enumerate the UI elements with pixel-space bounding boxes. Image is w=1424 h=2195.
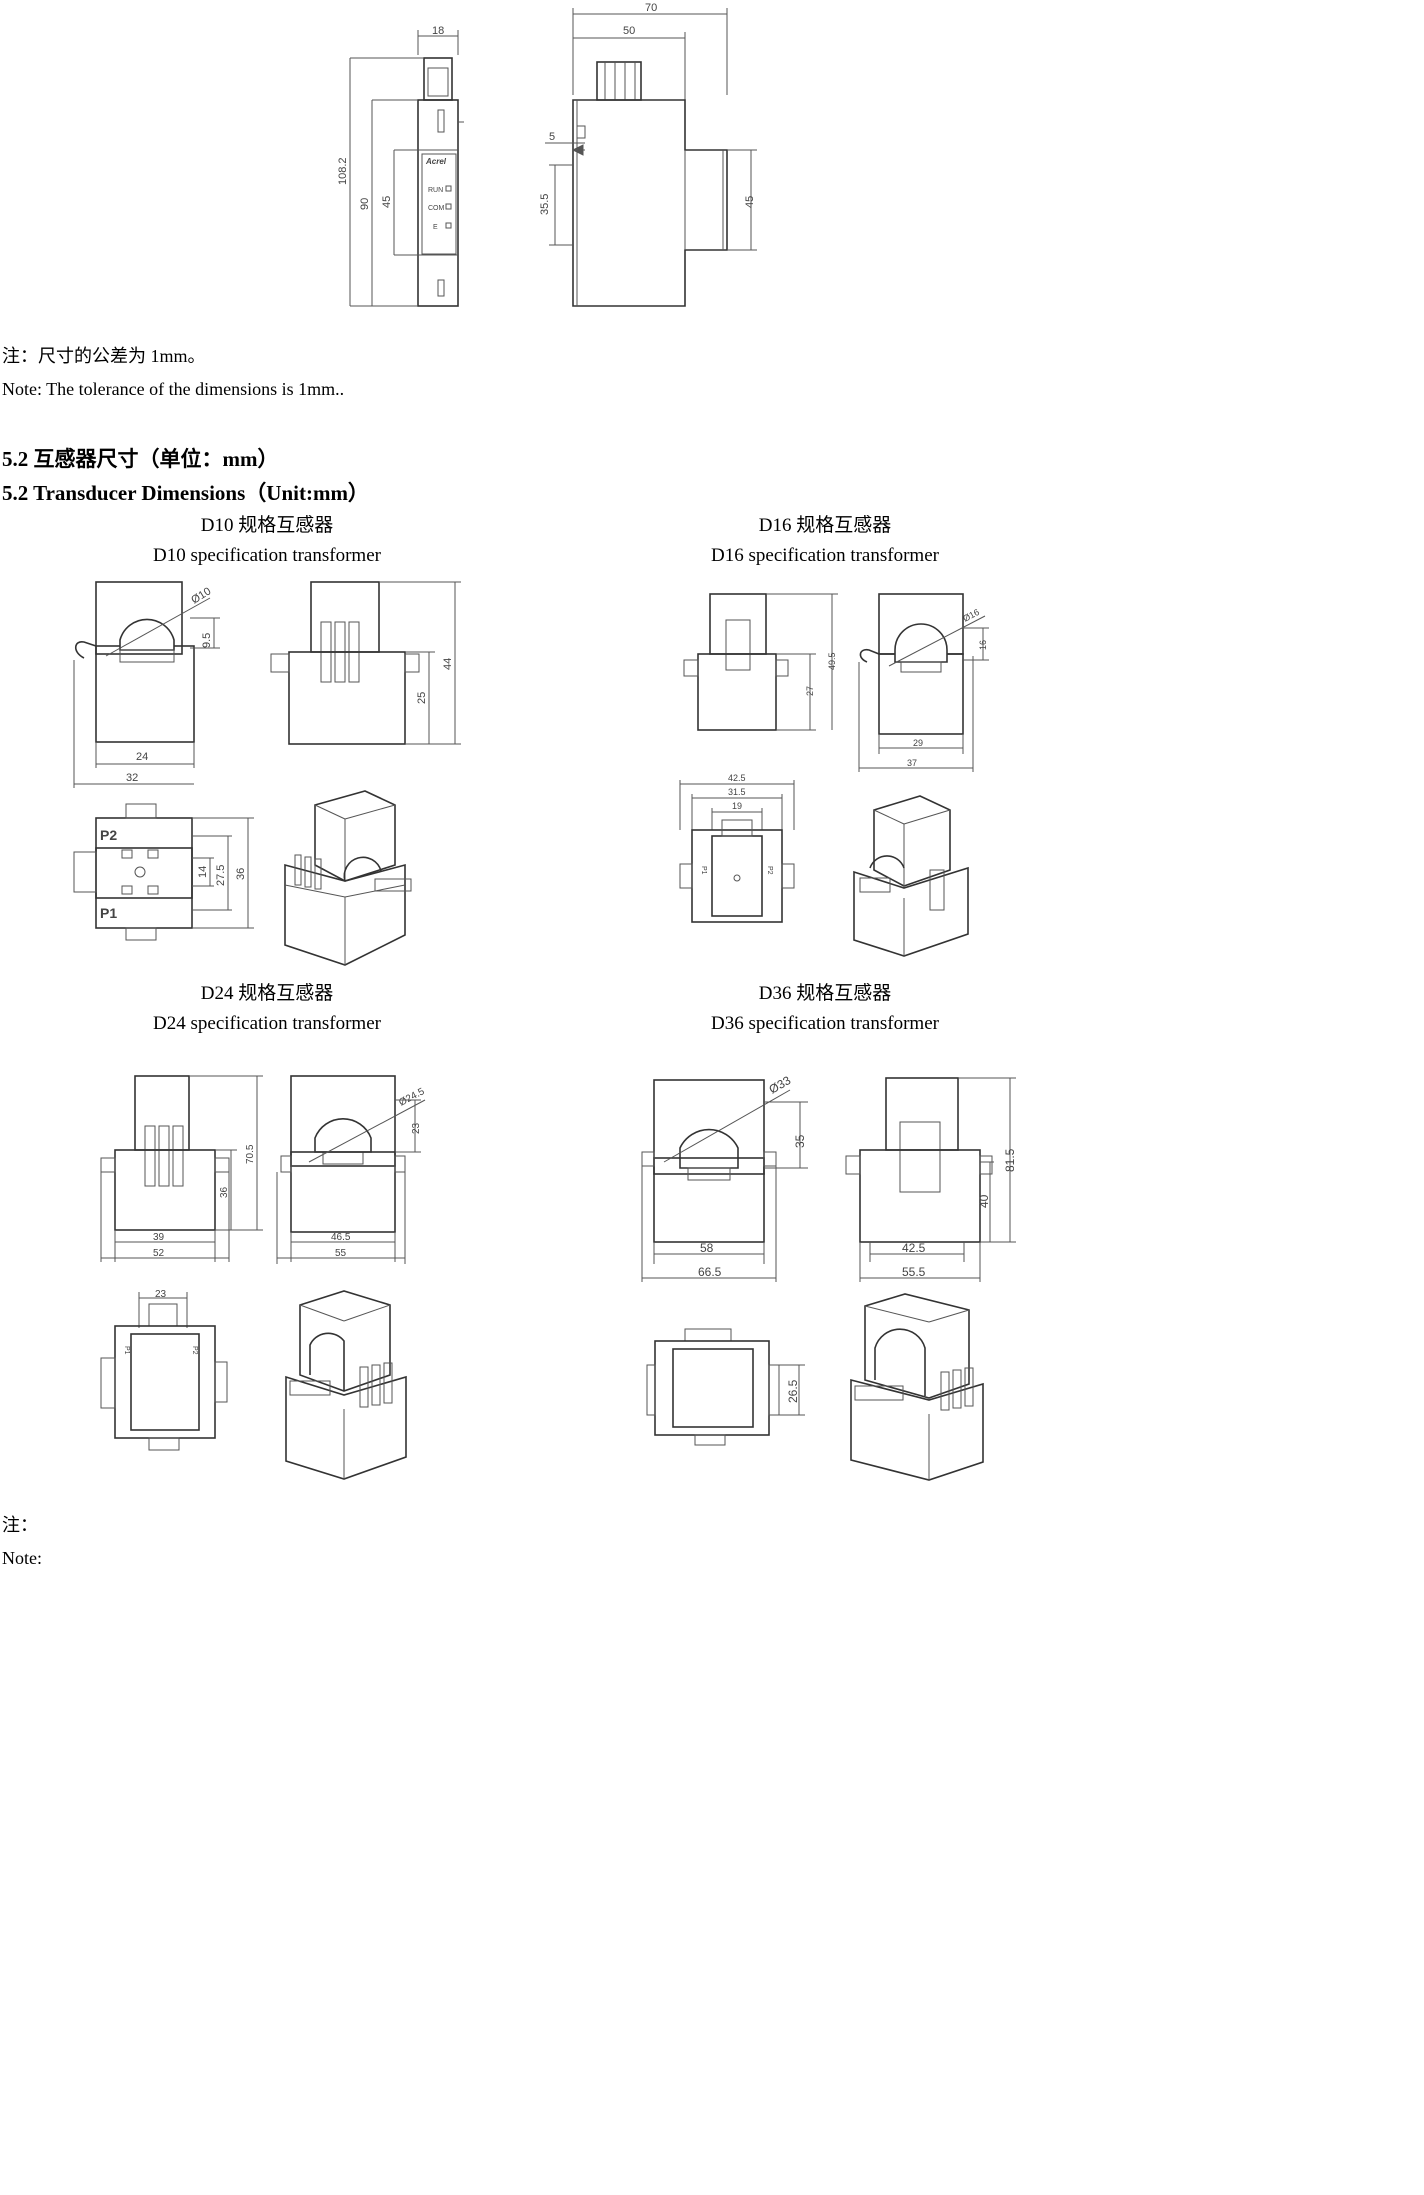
d24-iso-view	[285, 1290, 407, 1480]
note2-en: Note:	[2, 1548, 42, 1568]
d10-front-view: Ø10 9.5 24 32	[73, 581, 220, 788]
d10-h27-5: 27.5	[215, 865, 227, 886]
dim-70: 70	[645, 2, 657, 14]
note-cn: 注：尺寸的公差为 1mm。	[2, 346, 206, 366]
dim-50: 50	[623, 25, 635, 37]
d24-top-view: 23 P1 P2	[100, 1289, 228, 1451]
d16-w37: 37	[907, 758, 917, 768]
d16-h27: 27	[805, 686, 815, 696]
d10-p1: P1	[100, 905, 117, 921]
brand-logo: Acrel	[425, 157, 447, 166]
dim-45-right: 45	[744, 196, 756, 208]
d10-w24: 24	[136, 751, 148, 763]
d24-p2: P2	[191, 1346, 198, 1355]
d10-top-view: P2 P1 14 27.5 36	[73, 803, 254, 941]
d16-h16: 16	[978, 640, 988, 650]
d16-dia: Ø16	[961, 607, 981, 624]
d24-w39: 39	[153, 1232, 165, 1243]
d10-caption-en: D10 specification transformer	[153, 545, 381, 566]
dim-5: 5	[549, 131, 555, 143]
d24-h23: 23	[411, 1122, 422, 1134]
d36-w58: 58	[700, 1241, 714, 1255]
d10-h9-5: 9.5	[201, 633, 213, 648]
dim-108-2: 108.2	[337, 157, 349, 185]
d24-caption-cn: D24 规格互感器	[200, 983, 334, 1004]
d24-p1: P1	[123, 1346, 130, 1355]
d10-h36: 36	[235, 868, 247, 880]
section-heading-cn: 5.2 互感器尺寸（单位：mm）	[2, 447, 279, 471]
d36-h81-5: 81.5	[1003, 1148, 1017, 1172]
d10-h44: 44	[442, 658, 454, 670]
d10-p2: P2	[100, 827, 117, 843]
d10-side-view: 44 25	[270, 581, 461, 745]
d16-w31-5: 31.5	[728, 787, 746, 797]
d36-iso-view	[850, 1293, 984, 1481]
d16-iso-view	[853, 795, 969, 957]
svg-text:COM: COM	[428, 205, 445, 212]
d24-w23: 23	[155, 1289, 167, 1300]
d16-w42-5: 42.5	[728, 773, 746, 783]
dim-35-5: 35.5	[539, 194, 551, 215]
dim-18: 18	[432, 25, 444, 37]
module-side-view: 18 Acrel RUN COM E 108.2 90 45	[337, 25, 464, 307]
svg-text:RUN: RUN	[428, 187, 443, 194]
dim-90: 90	[359, 198, 371, 210]
d36-w66-5: 66.5	[698, 1265, 722, 1279]
d36-side-view: 81.5 40 42.5 55.5	[845, 1077, 1017, 1282]
d16-w29: 29	[913, 738, 923, 748]
d16-side-view: Ø16 16 29 37	[858, 593, 989, 772]
d24-h70-5: 70.5	[245, 1144, 256, 1164]
d36-w55-5: 55.5	[902, 1265, 926, 1279]
d36-h26-5: 26.5	[786, 1379, 800, 1403]
d24-h36: 36	[219, 1186, 230, 1198]
d36-h35: 35	[793, 1134, 807, 1148]
d16-caption-en: D16 specification transformer	[711, 545, 939, 566]
d24-front-view: 70.5 36 39 52	[100, 1075, 263, 1262]
d10-iso-view	[284, 790, 412, 966]
d16-p1: P1	[700, 866, 707, 875]
d36-caption-cn: D36 规格互感器	[758, 983, 892, 1004]
note2-cn: 注：	[2, 1515, 38, 1535]
d16-front-view: 27 49.5	[683, 593, 838, 731]
d16-w19: 19	[732, 801, 742, 811]
d16-p2: P2	[766, 866, 773, 875]
d24-caption-en: D24 specification transformer	[153, 1013, 381, 1034]
d36-w42-5: 42.5	[902, 1241, 926, 1255]
svg-text:E: E	[433, 224, 438, 231]
d24-w52: 52	[153, 1248, 165, 1259]
d10-w32: 32	[126, 772, 138, 784]
dim-45-left: 45	[381, 196, 393, 208]
d36-top-view: 26.5	[646, 1328, 805, 1446]
d10-caption-cn: D10 规格互感器	[200, 515, 334, 536]
d10-h25: 25	[416, 692, 428, 704]
d10-h14: 14	[197, 866, 209, 878]
d36-front-view: Ø33 35 58 66.5	[641, 1073, 808, 1282]
d16-top-view: 42.5 31.5 19 P1 P2	[679, 773, 795, 923]
d16-caption-cn: D16 规格互感器	[758, 515, 892, 536]
d24-w46-5: 46.5	[331, 1232, 351, 1243]
d36-h40: 40	[977, 1194, 991, 1208]
d16-h49-5: 49.5	[827, 652, 837, 670]
d24-w55: 55	[335, 1248, 347, 1259]
d24-side-view: Ø24.5 23 46.5 55	[276, 1075, 427, 1264]
d24-dia: Ø24.5	[397, 1086, 427, 1109]
section-heading-en: 5.2 Transducer Dimensions（Unit:mm）	[2, 481, 369, 505]
d36-dia: Ø33	[767, 1073, 794, 1097]
note-en: Note: The tolerance of the dimensions is…	[2, 379, 345, 399]
d36-caption-en: D36 specification transformer	[711, 1013, 939, 1034]
module-front-view: 70 50 5 35.5 45	[539, 2, 757, 307]
